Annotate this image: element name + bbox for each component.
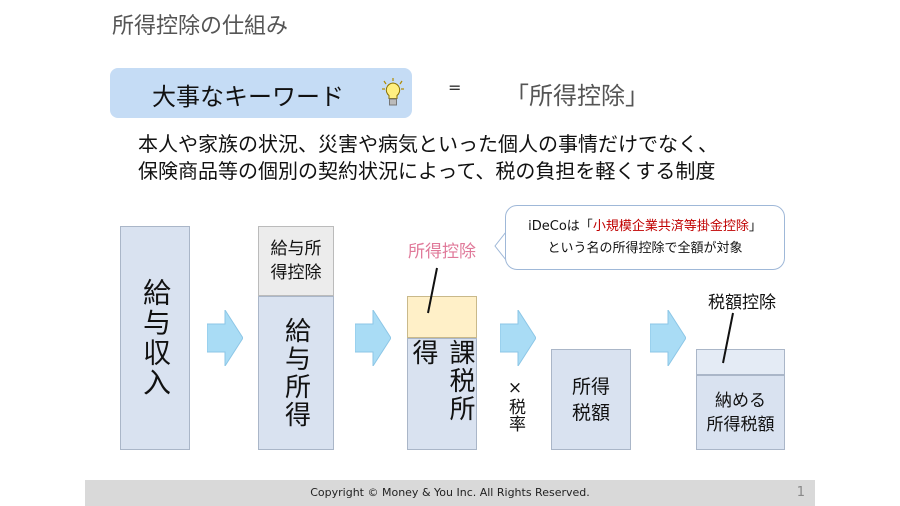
- callout-tail: [494, 232, 507, 261]
- callout-prefix: iDeCoは「: [528, 219, 593, 234]
- arrow-right-icon: [500, 310, 536, 366]
- taxable-income-box: 課税所得: [407, 338, 477, 450]
- keyword-box: 大事なキーワード: [110, 68, 412, 118]
- callout-line-2: という名の所得控除で全額が対象: [547, 241, 743, 256]
- income-deduction-box: [407, 296, 477, 338]
- page-number: 1: [796, 485, 805, 500]
- keyword-label: 大事なキーワード: [152, 83, 344, 111]
- arrow-right-icon: [207, 310, 243, 366]
- ideco-callout: iDeCoは「小規模企業共済等掛金控除」 という名の所得控除で全額が対象: [505, 205, 785, 270]
- salary-deduction-box: 給与所得控除: [258, 226, 334, 296]
- payable-tax-line-1: 納める: [715, 390, 766, 411]
- footer-bar: Copyright © Money & You Inc. All Rights …: [85, 480, 815, 506]
- callout-suffix: 」: [748, 219, 762, 234]
- pointer-line: [722, 312, 734, 364]
- tax-credit-label: 税額控除: [708, 293, 776, 313]
- tax-credit-box: [696, 349, 785, 375]
- lightbulb-icon: [382, 78, 404, 106]
- callout-highlight: 小規模企業共済等掛金控除: [592, 219, 749, 234]
- payable-tax-line-2: 所得税額: [706, 414, 775, 435]
- arrow-right-icon: [650, 310, 686, 366]
- keyword-value: 「所得控除」: [505, 82, 649, 110]
- income-tax-box: 所得税額: [551, 349, 631, 450]
- description-line-1: 本人や家族の状況、災害や病気といった個人の事情だけでなく、: [138, 132, 718, 156]
- income-deduction-label: 所得控除: [408, 242, 476, 262]
- arrow-right-icon: [355, 310, 391, 366]
- salary-income-box: 給与収入: [120, 226, 190, 450]
- slide-title: 所得控除の仕組み: [112, 14, 289, 39]
- pointer-line: [427, 267, 438, 314]
- equals-sign: =: [448, 78, 462, 97]
- copyright-text: Copyright © Money & You Inc. All Rights …: [310, 486, 590, 499]
- payable-tax-box: 納める 所得税額: [696, 375, 785, 450]
- salary-income-net-box: 給与所得: [258, 296, 334, 450]
- description-line-2: 保険商品等の個別の契約状況によって、税の負担を軽くする制度: [138, 159, 716, 183]
- tax-rate-label: ×税率: [505, 378, 525, 432]
